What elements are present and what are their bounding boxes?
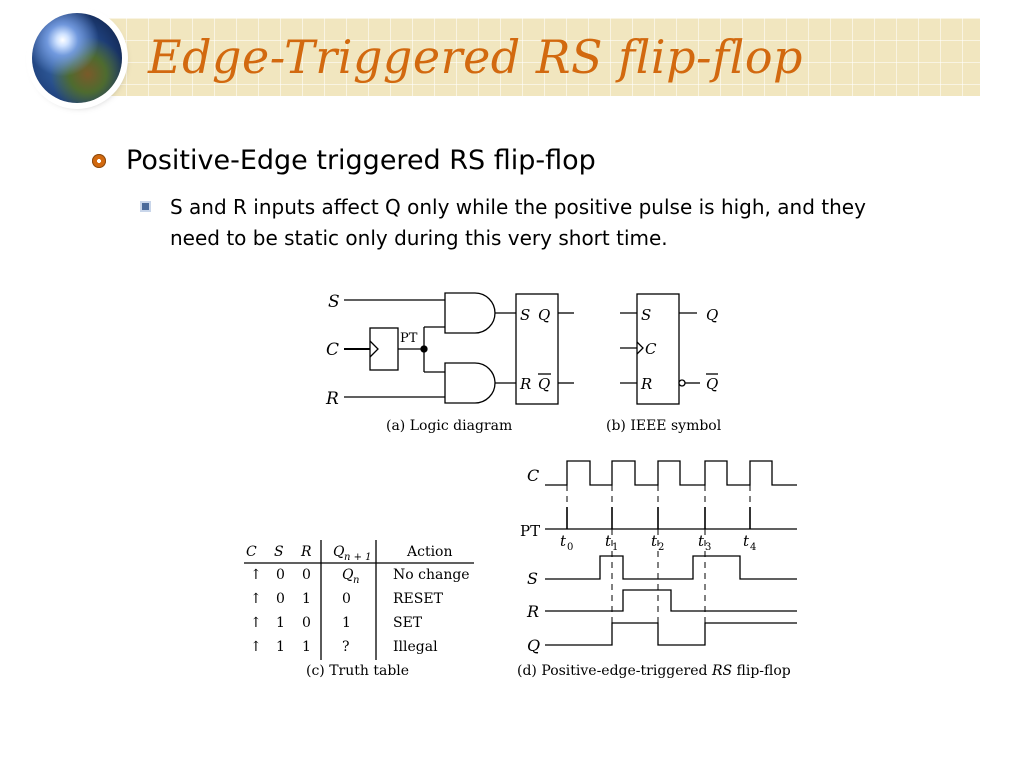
globe-logo bbox=[32, 13, 122, 103]
ff-s-label: S bbox=[520, 306, 530, 324]
waveform-r bbox=[545, 589, 797, 612]
time-label-t0-subscript: 0 bbox=[567, 542, 573, 553]
tt-cell-action: RESET bbox=[393, 591, 444, 607]
tt-header-q: Q bbox=[333, 544, 345, 560]
tt-cell-c: ↑ bbox=[250, 591, 262, 607]
and-gate-top bbox=[444, 292, 496, 334]
time-label-t1-subscript: 1 bbox=[612, 542, 618, 553]
tt-cell-q-subscript: n bbox=[353, 575, 359, 586]
tt-header-q-subscript: n + 1 bbox=[344, 552, 372, 563]
timing-label-pt: PT bbox=[520, 522, 540, 540]
and-gate-bottom bbox=[444, 362, 496, 404]
slide-title: Edge-Triggered RS flip-flop bbox=[148, 30, 803, 84]
timing-caption-prefix: (d) Positive-edge-triggered bbox=[517, 663, 712, 679]
ff-q-label: Q bbox=[538, 306, 550, 324]
ieee-c-label: C bbox=[645, 340, 657, 358]
ieee-symbol: S C R Q Q (b) IEEE symbol bbox=[606, 293, 722, 434]
time-label-t2: t bbox=[651, 532, 658, 550]
tt-cell-action: Illegal bbox=[393, 639, 438, 655]
ieee-s-label: S bbox=[641, 306, 651, 324]
tt-cell-c: ↑ bbox=[250, 567, 262, 583]
tt-cell-c: ↑ bbox=[250, 639, 262, 655]
bullet-level-1-text: Positive-Edge triggered RS flip-flop bbox=[126, 145, 596, 176]
tt-header-action: Action bbox=[406, 544, 453, 560]
tt-cell-r: 1 bbox=[302, 639, 311, 655]
bullet-level-2-text: S and R inputs affect Q only while the p… bbox=[170, 195, 866, 250]
tt-cell-q: 1 bbox=[342, 615, 351, 631]
pulse-box-clock-icon bbox=[369, 340, 379, 358]
pt-label: PT bbox=[400, 331, 418, 346]
truth-table-caption: (c) Truth table bbox=[306, 663, 409, 679]
ieee-r-label: R bbox=[640, 375, 652, 393]
ff-box-logic bbox=[515, 293, 559, 405]
tt-cell-s: 0 bbox=[276, 567, 285, 583]
time-label-t4: t bbox=[743, 532, 750, 550]
tt-cell-action: No change bbox=[393, 567, 470, 583]
waveform-q bbox=[545, 622, 797, 646]
pulse-transition-box bbox=[369, 327, 399, 371]
tt-cell-r: 0 bbox=[302, 615, 311, 631]
ff-box-ieee bbox=[636, 293, 680, 405]
ieee-symbol-caption: (b) IEEE symbol bbox=[606, 418, 722, 434]
ieee-clock-icon bbox=[636, 341, 644, 355]
time-label-t0: t bbox=[560, 532, 567, 550]
logic-input-s-label: S bbox=[328, 292, 340, 312]
title-bar bbox=[60, 18, 980, 96]
ieee-qbar-label: Q bbox=[706, 375, 718, 393]
ff-qbar-label: Q bbox=[538, 375, 550, 393]
ff-r-label: R bbox=[519, 375, 531, 393]
tt-header-c: C bbox=[246, 544, 257, 560]
time-label-t3: t bbox=[698, 532, 705, 550]
tt-cell-r: 1 bbox=[302, 591, 311, 607]
timing-caption-italic: RS bbox=[711, 663, 732, 679]
tt-cell-s: 1 bbox=[276, 615, 285, 631]
waveform-c bbox=[545, 460, 797, 486]
time-label-t3-subscript: 3 bbox=[705, 542, 711, 553]
tt-cell-s: 1 bbox=[276, 639, 285, 655]
tt-cell-action: SET bbox=[393, 615, 423, 631]
tt-header-r: R bbox=[300, 544, 312, 560]
tt-cell-r: 0 bbox=[302, 567, 311, 583]
timing-label-q: Q bbox=[527, 636, 540, 655]
time-label-t2-subscript: 2 bbox=[658, 542, 664, 553]
tt-cell-q: ? bbox=[342, 639, 350, 655]
timing-caption-suffix: flip-flop bbox=[732, 663, 791, 679]
bullet-icon bbox=[92, 154, 106, 168]
sub-bullet-icon bbox=[140, 201, 151, 212]
tt-cell-q: Q bbox=[342, 567, 354, 583]
timing-label-r: R bbox=[526, 602, 539, 621]
logic-input-r-label: R bbox=[325, 389, 339, 409]
waveform-s bbox=[545, 555, 797, 580]
logic-diagram: S C R PT S Q R Q (a) Logic diagram bbox=[325, 292, 574, 434]
tt-header-s: S bbox=[274, 544, 284, 560]
timing-label-c: C bbox=[527, 466, 539, 485]
time-label-t4-subscript: 4 bbox=[750, 542, 756, 553]
tt-cell-q: 0 bbox=[342, 591, 351, 607]
tt-cell-c: ↑ bbox=[250, 615, 262, 631]
time-label-t1: t bbox=[605, 532, 612, 550]
ieee-inversion-bubble bbox=[678, 379, 686, 387]
ieee-q-label: Q bbox=[706, 306, 718, 324]
logic-input-c-label: C bbox=[326, 340, 339, 360]
timing-label-s: S bbox=[527, 569, 538, 588]
timing-diagram-caption: (d) Positive-edge-triggered RS flip-flop bbox=[517, 663, 791, 679]
tt-cell-s: 0 bbox=[276, 591, 285, 607]
logic-diagram-caption: (a) Logic diagram bbox=[386, 418, 512, 434]
